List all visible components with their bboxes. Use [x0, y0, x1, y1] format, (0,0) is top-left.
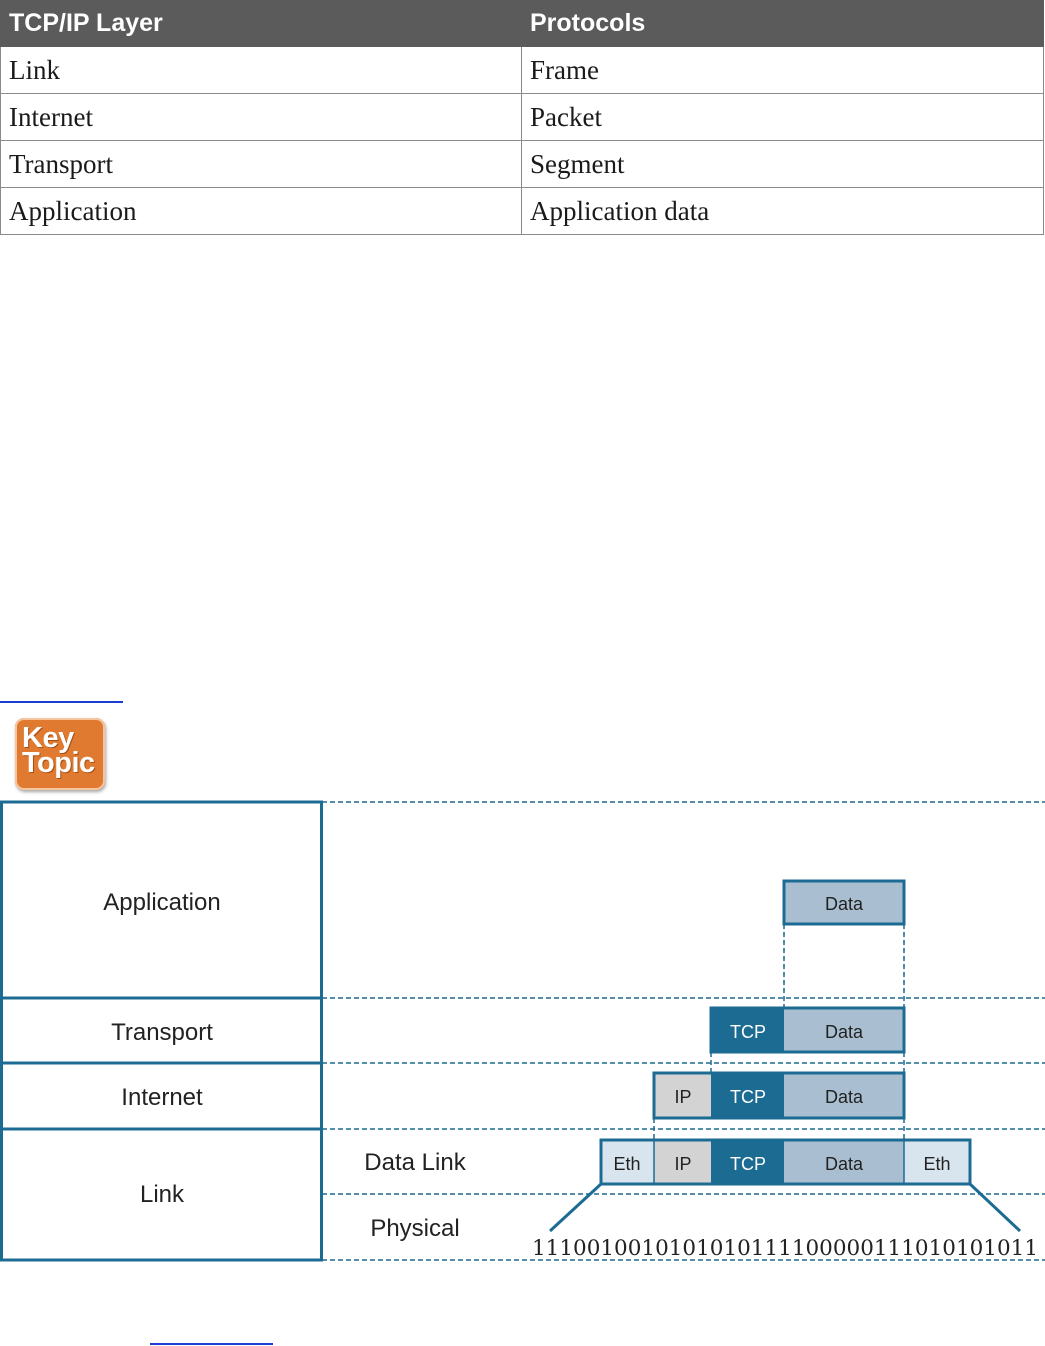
- layer-separators: [322, 801, 1045, 1261]
- anchor-link-underline[interactable]: [0, 701, 123, 703]
- data-field: [784, 1008, 904, 1052]
- frame-pdu: Eth IP TCP Data Eth: [599, 1138, 972, 1186]
- eth-field-label: Eth: [923, 1154, 950, 1174]
- ip-header-field: [654, 1073, 711, 1118]
- tcp-field-label: TCP: [730, 1154, 766, 1174]
- table-cell: Application data: [521, 187, 1044, 235]
- ip-header-field: [654, 1140, 711, 1184]
- tcp-field-label: TCP: [730, 1087, 766, 1107]
- guide-lines: [653, 924, 905, 1140]
- data-field-label: Data: [825, 1087, 864, 1107]
- tcp-field-label: TCP: [730, 1022, 766, 1042]
- physical-funnel: [548, 1182, 1022, 1233]
- layer-boxes: [0, 800, 323, 1262]
- column-header-layer: TCP/IP Layer: [0, 0, 522, 47]
- eth-trailer-field: [904, 1140, 970, 1184]
- layer-label-application: Application: [103, 889, 220, 916]
- table-cell: Transport: [0, 140, 522, 188]
- ip-field-label: IP: [674, 1087, 691, 1107]
- layer-box-internet: [0, 1061, 323, 1131]
- table-cell: Packet: [521, 93, 1044, 141]
- key-topic-badge: Key Topic: [15, 718, 105, 790]
- tcp-header-field: [711, 1140, 784, 1184]
- layer-label-internet: Internet: [121, 1084, 203, 1111]
- tcp-header-field: [711, 1008, 784, 1052]
- sublayer-label-data-link: Data Link: [364, 1149, 466, 1176]
- data-field-label: Data: [825, 1154, 864, 1174]
- ip-field-label: IP: [674, 1154, 691, 1174]
- data-field: [784, 1140, 904, 1184]
- segment-pdu: TCP Data: [709, 1006, 906, 1054]
- badge-line-1: Key: [22, 722, 74, 754]
- layer-label-transport: Transport: [111, 1019, 213, 1046]
- table-cell: Segment: [521, 140, 1044, 188]
- packet-pdu: IP TCP Data: [652, 1071, 906, 1120]
- table-cell: Internet: [0, 93, 522, 141]
- data-field: [784, 1073, 904, 1118]
- sublayer-label-physical: Physical: [370, 1215, 459, 1242]
- eth-field-label: Eth: [613, 1154, 640, 1174]
- anchor-link-underline[interactable]: [150, 1343, 273, 1345]
- column-header-protocols: Protocols: [521, 0, 1044, 47]
- physical-bitstream: 1110010010101010111100000111010101011: [532, 1236, 1038, 1260]
- badge-line-2: Topic: [22, 747, 95, 779]
- tcp-header-field: [711, 1073, 784, 1118]
- table-row: Transport Segment: [0, 140, 1044, 188]
- eth-header-field: [601, 1140, 654, 1184]
- table-row: Internet Packet: [0, 93, 1044, 141]
- layer-pdu-table: TCP/IP Layer Protocols Link Frame Intern…: [0, 0, 1044, 235]
- data-field-label: Data: [825, 1022, 864, 1042]
- layer-label-link: Link: [140, 1181, 185, 1208]
- application-pdu: Data: [782, 879, 906, 926]
- table-row: Application Application data: [0, 187, 1044, 235]
- table-header-row: TCP/IP Layer Protocols: [0, 0, 1044, 47]
- data-field: [782, 879, 906, 926]
- data-field-label: Data: [825, 894, 864, 914]
- table-cell: Application: [0, 187, 522, 235]
- layer-box-link: [0, 1127, 323, 1262]
- layer-box-application: [0, 800, 323, 1000]
